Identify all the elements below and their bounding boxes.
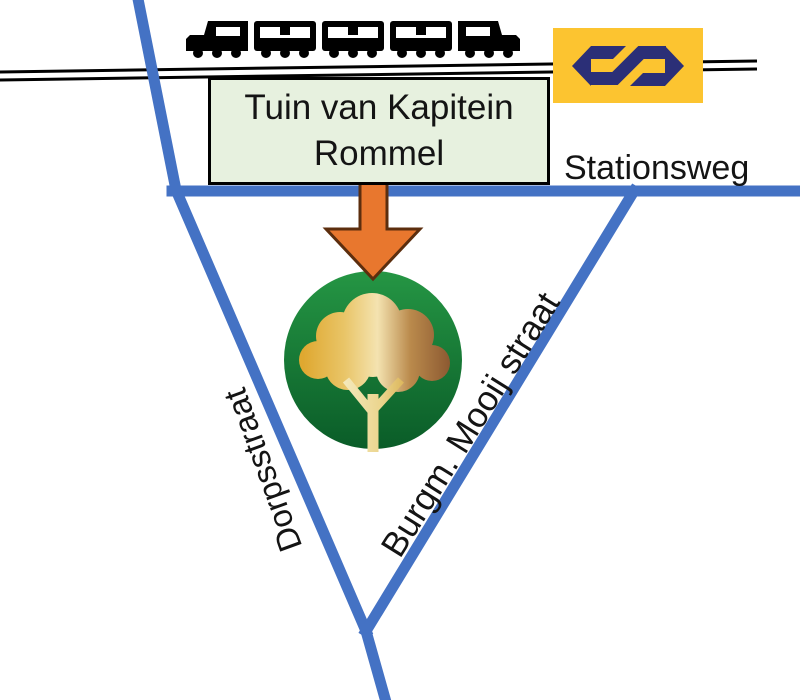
street-line-dorpsstraat xyxy=(168,182,374,639)
ns-logo-mark xyxy=(572,46,684,86)
street-line-north xyxy=(132,0,183,197)
venue-label: Tuin van Kapitein Rommel xyxy=(244,87,514,173)
train-window xyxy=(466,27,490,36)
streets xyxy=(132,0,800,700)
train-window xyxy=(216,27,240,36)
arrow-down-icon xyxy=(322,181,424,282)
street-label-stationsweg: Stationsweg xyxy=(564,149,750,187)
train-car xyxy=(322,21,384,58)
tree-trunk xyxy=(342,377,404,452)
tree-canopy xyxy=(299,293,450,392)
train-car xyxy=(390,21,452,58)
venue-label-box: Tuin van Kapitein Rommel xyxy=(208,77,550,185)
tree-icon xyxy=(284,271,462,452)
ns-railways-logo xyxy=(553,28,703,103)
train-icon xyxy=(186,21,520,58)
street-line-burgm-mooij xyxy=(358,183,642,639)
street-line-south xyxy=(359,624,392,700)
train-car xyxy=(254,21,316,58)
